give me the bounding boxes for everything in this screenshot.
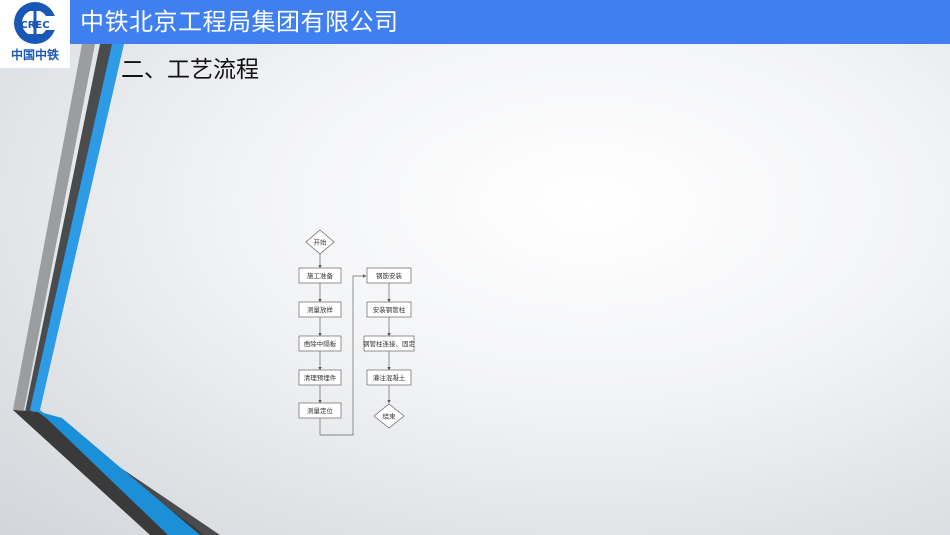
left-connectors	[318, 254, 367, 436]
flow-step-left-5: 测量定位	[298, 402, 342, 419]
flow-end: 结束	[373, 403, 405, 429]
flow-step-left-3: 凿除中隔板	[298, 335, 342, 352]
flow-step-label: 测量定位	[307, 406, 334, 415]
flow-step-right-1: 钢筋安装	[366, 267, 412, 284]
flow-start: 开始	[305, 229, 335, 255]
flow-step-label: 钢筋安装	[376, 271, 403, 280]
flow-step-left-1: 施工准备	[298, 267, 342, 284]
company-name: 中铁北京工程局集团有限公司	[80, 8, 399, 36]
flow-step-right-4: 灌注混凝土	[366, 369, 412, 386]
flow-step-right-2: 安装钢管柱	[366, 301, 412, 318]
flow-step-label: 安装钢管柱	[373, 305, 406, 314]
flow-step-right-3: 钢管柱连接、固定	[363, 335, 416, 352]
section-title: 二、工艺流程	[121, 57, 259, 83]
logo-caption: 中国中铁	[10, 48, 59, 62]
flow-start-label: 开始	[314, 238, 328, 247]
flow-step-label: 凿除中隔板	[304, 339, 337, 348]
flow-step-label: 清理预埋件	[304, 373, 337, 382]
flow-step-label: 灌注混凝土	[373, 373, 406, 382]
logo-text: CREC	[20, 20, 49, 31]
flow-step-label: 测量放样	[307, 305, 334, 314]
flow-step-label: 钢管柱连接、固定	[363, 339, 416, 348]
header-bar: 中铁北京工程局集团有限公司	[0, 0, 950, 44]
flow-step-label: 施工准备	[307, 271, 334, 280]
crec-logo-icon: CREC	[14, 2, 58, 44]
flow-step-left-2: 测量放样	[298, 301, 342, 318]
flow-end-label: 结束	[383, 412, 397, 421]
flow-step-left-4: 清理预埋件	[298, 369, 342, 386]
company-logo: CREC 中国中铁	[0, 0, 70, 68]
